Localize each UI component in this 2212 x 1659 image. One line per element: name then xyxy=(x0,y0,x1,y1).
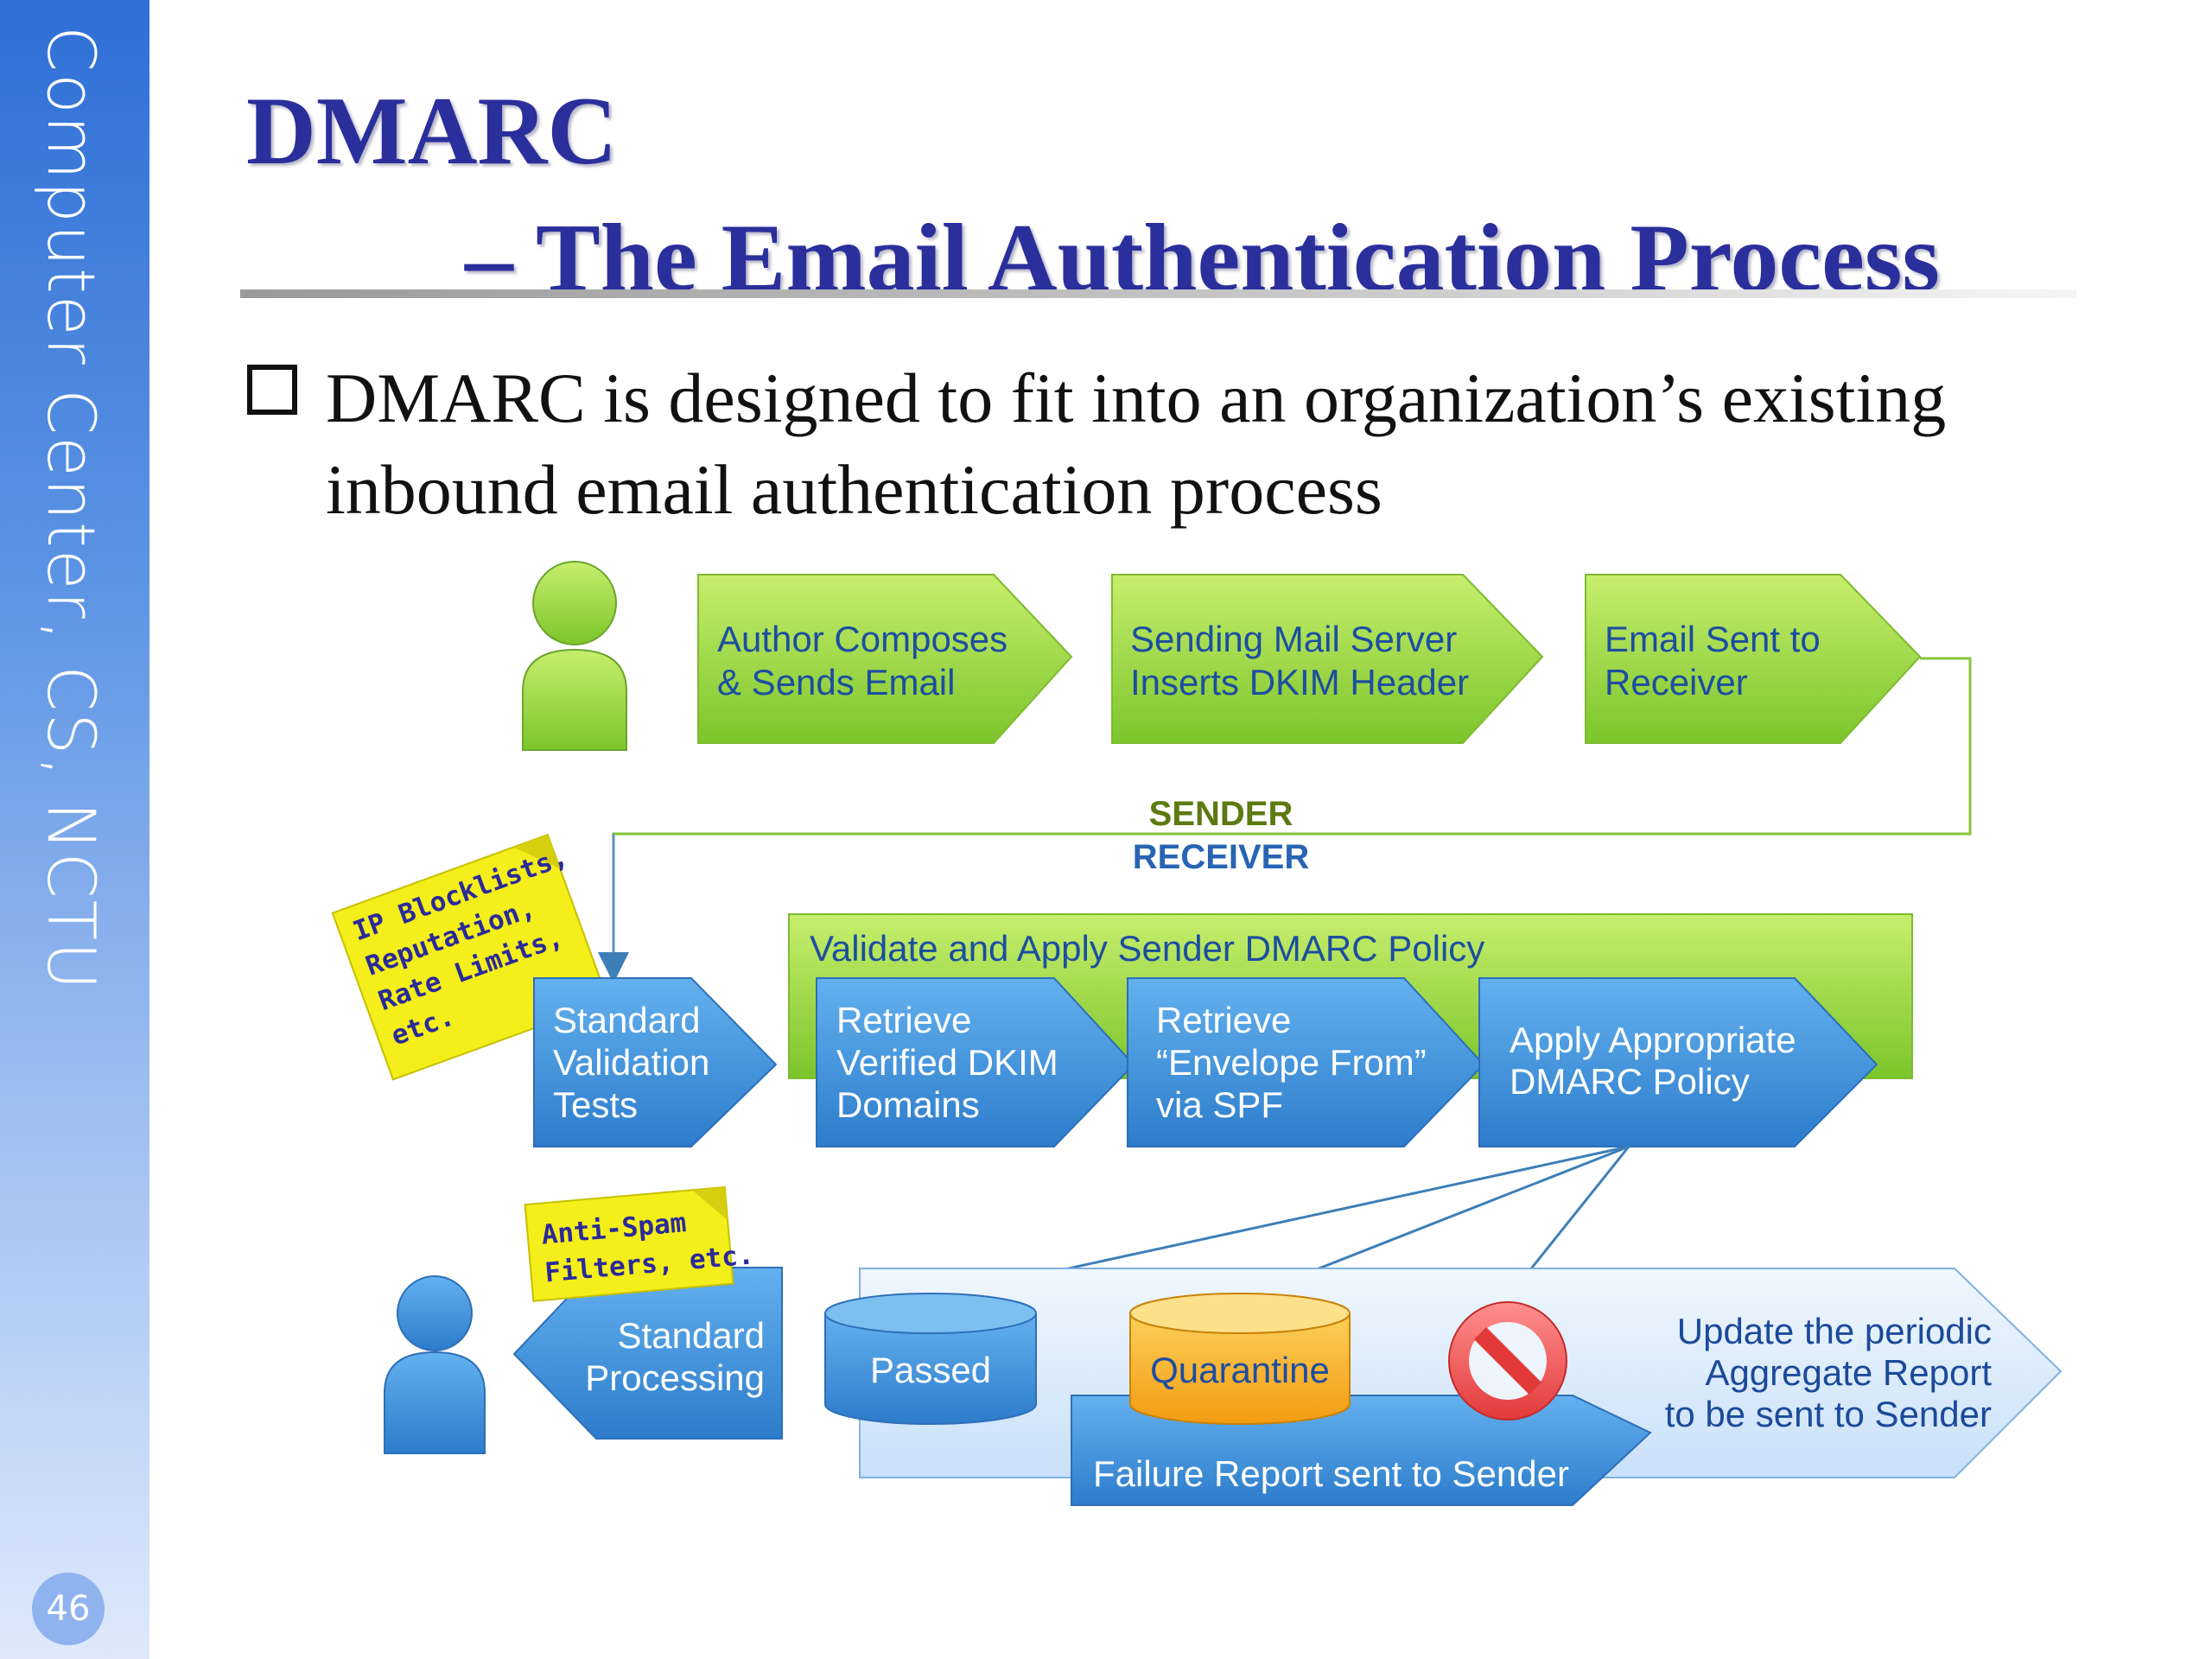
aggregate-report-line3: to be sent to Sender xyxy=(1665,1394,1992,1434)
sender-step-dkim-line2: Inserts DKIM Header xyxy=(1130,662,1469,702)
quarantine-label: Quarantine xyxy=(1150,1350,1330,1390)
sender-step-compose-line1: Author Composes xyxy=(717,619,1007,659)
passed-label: Passed xyxy=(870,1350,991,1390)
sender-step-send-line2: Receiver xyxy=(1605,662,1748,702)
receiver-step-dkim-line2: Verified DKIM xyxy=(836,1042,1058,1083)
receiver-step-spf-line1: Retrieve xyxy=(1156,1000,1291,1040)
sender-step-send: Email Sent to Receiver xyxy=(1585,574,1922,744)
sidebar: Computer Center, CS, NCTU 46 xyxy=(0,0,149,1659)
dmarc-policy-box-label: Validate and Apply Sender DMARC Policy xyxy=(810,928,1484,969)
checkbox-bullet-icon xyxy=(247,365,297,415)
receiver-step-validation: Standard Validation Tests xyxy=(533,977,778,1147)
receiver-step-dkim-line3: Domains xyxy=(836,1084,980,1125)
antispam-note: Anti-Spam Filters, etc. xyxy=(524,1185,755,1302)
receiver-step-validation-line3: Tests xyxy=(553,1084,638,1125)
receiver-step-apply-policy-line2: DMARC Policy xyxy=(1510,1061,1750,1102)
standard-processing-line2: Processing xyxy=(585,1357,765,1398)
sender-step-compose-line2: & Sends Email xyxy=(717,662,955,702)
sender-step-compose: Author Composes & Sends Email xyxy=(697,574,1073,744)
sender-step-send-line1: Email Sent to xyxy=(1605,619,1821,659)
sidebar-label: Computer Center, CS, NCTU xyxy=(33,26,110,992)
slide-title: DMARC xyxy=(246,78,618,185)
receiver-step-spf-line2: “Envelope From” xyxy=(1156,1042,1427,1083)
page-number-badge: 46 xyxy=(32,1573,105,1645)
aggregate-report-line1: Update the periodic xyxy=(1677,1311,1992,1351)
sender-person-icon xyxy=(522,561,627,751)
receiver-label: RECEIVER xyxy=(1133,838,1310,876)
passed-cylinder: Passed xyxy=(824,1293,1037,1425)
reject-icon xyxy=(1448,1301,1567,1421)
receiver-step-dkim-line1: Retrieve xyxy=(836,1000,971,1040)
receiver-step-validation-line1: Standard xyxy=(553,1000,700,1040)
bullet-text: DMARC is designed to fit into an organiz… xyxy=(326,359,1947,529)
title-divider xyxy=(240,289,2076,298)
quarantine-cylinder: Quarantine xyxy=(1129,1293,1351,1425)
receiver-step-validation-line2: Validation xyxy=(553,1042,709,1083)
aggregate-report-text: Update the periodic Aggregate Report to … xyxy=(1665,1311,1993,1434)
aggregate-report-line2: Aggregate Report xyxy=(1705,1352,1992,1393)
sender-step-dkim-line1: Sending Mail Server xyxy=(1130,619,1457,659)
standard-processing-line1: Standard xyxy=(618,1315,765,1356)
receiver-step-dkim: Retrieve Verified DKIM Domains xyxy=(816,977,1135,1147)
receiver-step-spf: Retrieve “Envelope From” via SPF xyxy=(1127,977,1485,1147)
receiver-step-apply-policy: Apply Appropriate DMARC Policy xyxy=(1478,977,1878,1147)
receiver-person-icon xyxy=(384,1275,486,1454)
sender-label: SENDER xyxy=(1149,795,1294,833)
failure-report-label: Failure Report sent to Sender xyxy=(1093,1453,1569,1494)
sender-step-dkim: Sending Mail Server Inserts DKIM Header xyxy=(1111,574,1544,744)
receiver-step-apply-policy-line1: Apply Appropriate xyxy=(1510,1020,1796,1060)
receiver-step-spf-line3: via SPF xyxy=(1156,1084,1283,1125)
standard-processing-arrow: Standard Processing xyxy=(512,1267,783,1440)
